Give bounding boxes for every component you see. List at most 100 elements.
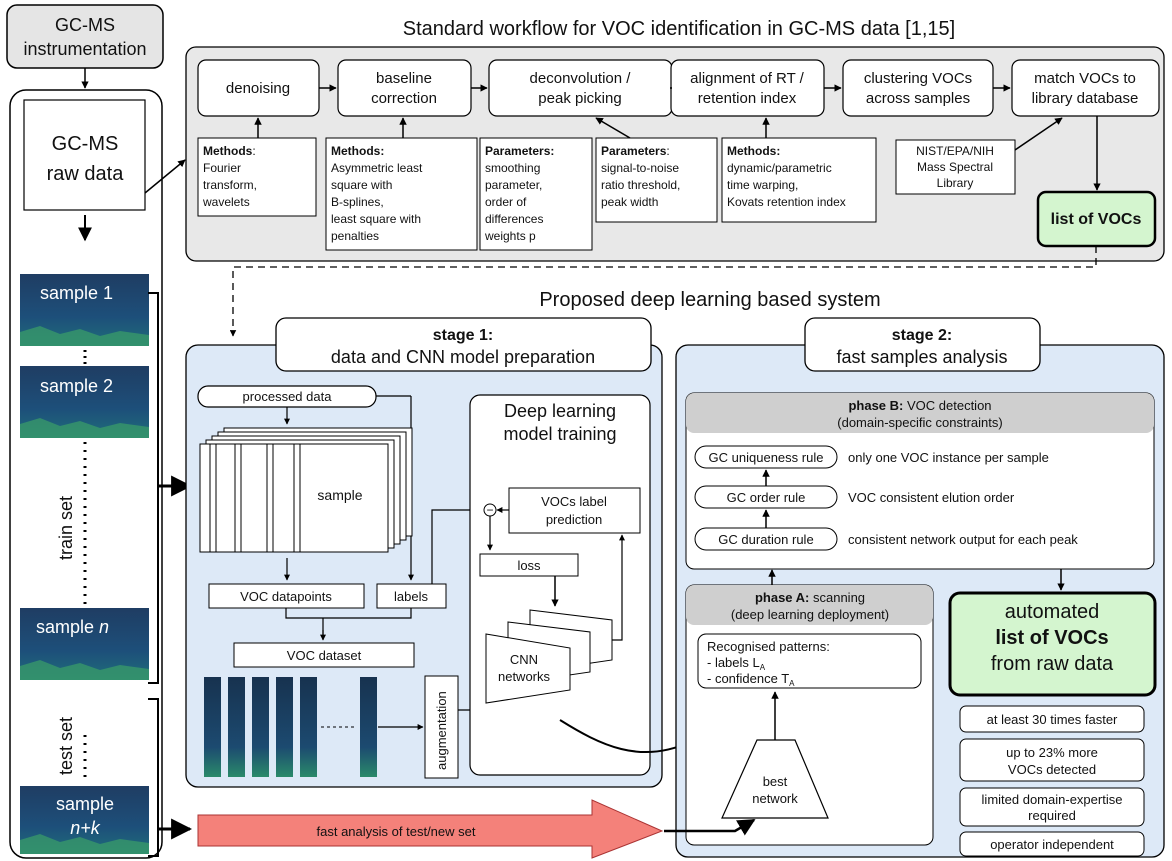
labels-box: labels [376, 583, 447, 609]
benefit-3-line1: limited domain-expertise [982, 792, 1123, 807]
note-denoising-l2: transform, [203, 178, 257, 192]
sample-nk-line1: sample [56, 794, 114, 814]
instrumentation-line1: GC-MS [55, 15, 115, 35]
note-smoothing-l5: weights p [484, 229, 536, 243]
fast-analysis-label: fast analysis of test/new set [317, 824, 476, 839]
note-denoising-colon: : [252, 144, 255, 158]
voc-dataset-label: VOC dataset [287, 648, 362, 663]
automated-line2: list of VOCs [995, 627, 1108, 649]
arrow-note-peak [595, 117, 631, 139]
phaseB-rest: VOC detection [903, 398, 991, 413]
step-match: match VOCs to library database [1011, 59, 1160, 117]
rule-duration-desc: consistent network output for each peak [848, 532, 1078, 547]
sample-label: sample [317, 487, 362, 503]
sample-stack: sample [199, 427, 413, 553]
note-peak-colon: : [666, 144, 669, 158]
sample-n-variable: n [99, 617, 109, 637]
sample-n-prefix: sample [36, 617, 99, 637]
voc-datapoints-box: VOC datapoints [208, 583, 365, 609]
note-baseline-head: Methods: [331, 144, 384, 158]
step-baseline: baseline correction [337, 59, 472, 117]
sample-1-thumbnail: sample 1 [20, 274, 149, 346]
stage1-header: stage 1: data and CNN model preparation [275, 317, 652, 372]
patterns-l2-sub: A [789, 679, 795, 688]
dashed-link [229, 246, 1097, 337]
rule-uniqueness-name: GC uniqueness rule [709, 450, 824, 465]
arrow-library-to-match [1014, 117, 1063, 151]
stage2-subtitle: fast samples analysis [836, 347, 1007, 367]
sample-n-label: sample n [36, 617, 109, 637]
library-box: NIST/EPA/NIH Mass Spectral Library [895, 139, 1016, 195]
stage1-title: stage 1: [433, 327, 493, 344]
patterns-title: Recognised patterns: [707, 639, 830, 654]
workflow-title: Standard workflow for VOC identification… [403, 18, 955, 40]
phaseA-sub: (deep learning deployment) [731, 607, 889, 622]
rule-order: GC order rule VOC consistent elution ord… [694, 485, 1015, 509]
voc-dataset-box: VOC dataset [233, 642, 415, 668]
patterns-l1: - labels LA [707, 655, 766, 672]
sample-nk-line2: n+k [70, 818, 101, 838]
patterns-box: Recognised patterns: - labels LA - confi… [697, 633, 922, 689]
instrumentation-line2: instrumentation [23, 39, 146, 59]
library-line3: Library [937, 176, 974, 190]
step-clustering-line1: clustering VOCs [864, 70, 972, 87]
note-alignment-l2: time warping, [727, 178, 798, 192]
phaseB-bold: phase B: [848, 398, 903, 413]
best-network-line1: best [763, 774, 788, 789]
minus-label: − [486, 503, 493, 517]
note-denoising-bold: Methods [203, 144, 253, 158]
label-prediction-box: VOCs label prediction [508, 487, 641, 534]
raw-data-line2: raw data [47, 163, 125, 185]
training-title-2: model training [503, 424, 616, 444]
benefit-2-line1: up to 23% more [1006, 745, 1098, 760]
raw-data-box: GC-MS raw data [23, 99, 146, 211]
fast-to-network [664, 818, 756, 836]
rule-duration: GC duration rule consistent network outp… [694, 527, 1078, 551]
step-alignment-line1: alignment of RT / [690, 70, 805, 87]
benefit-4: operator independent [959, 831, 1145, 857]
sample-nk-thumbnail: sample n+k [20, 786, 149, 854]
instrumentation-box: GC-MS instrumentation [6, 4, 164, 69]
processed-data-pill: processed data [197, 385, 377, 408]
cnn-line1: CNN [510, 652, 538, 667]
train-set-label: train set [56, 496, 76, 560]
train-set-bracket [148, 292, 159, 684]
test-set-label: test set [56, 717, 76, 775]
patterns-l2-text: - confidence T [707, 671, 789, 686]
phaseA-rest: scanning [809, 590, 865, 605]
fast-analysis-arrow: fast analysis of test/new set [197, 799, 664, 859]
step-baseline-line1: baseline [376, 70, 432, 87]
note-peak-l3: peak width [601, 195, 658, 209]
step-denoising: denoising [197, 59, 320, 117]
note-denoising-l3: wavelets [202, 195, 250, 209]
note-baseline-l1: Asymmetric least [331, 161, 423, 175]
labels-to-minus [431, 509, 488, 584]
library-line1: NIST/EPA/NIH [916, 144, 994, 158]
benefit-3-line2: required [1028, 808, 1076, 823]
note-alignment-l1: dynamic/parametric [727, 161, 832, 175]
label-prediction-line2: prediction [546, 512, 602, 527]
sample-2-label: sample 2 [40, 376, 113, 396]
cnn-to-prediction [612, 534, 625, 641]
loss-box: loss [479, 553, 579, 577]
note-denoising-head: Methods: [203, 144, 256, 158]
note-smoothing-l4: differences [485, 212, 543, 226]
training-title-1: Deep learning [504, 401, 616, 421]
patterns-l1-sub: A [760, 663, 766, 672]
patterns-l2: - confidence TA [707, 671, 795, 688]
note-peak: Parameters: signal-to-noise ratio thresh… [595, 137, 718, 223]
note-smoothing-l2: parameter, [485, 178, 542, 192]
voc-datapoints-label: VOC datapoints [240, 589, 332, 604]
note-baseline-l4: least square with [331, 212, 421, 226]
rule-order-desc: VOC consistent elution order [848, 490, 1015, 505]
rule-order-name: GC order rule [727, 490, 806, 505]
step-deconvolution-line1: deconvolution / [530, 70, 632, 87]
phaseB-sub: (domain-specific constraints) [837, 415, 1002, 430]
stage1-subtitle: data and CNN model preparation [331, 347, 595, 367]
note-alignment-l3: Kovats retention index [727, 195, 846, 209]
test-set-bracket [148, 698, 159, 857]
minus-node: − [483, 503, 497, 517]
augmentation-label: augmentation [434, 691, 449, 770]
rule-uniqueness-desc: only one VOC instance per sample [848, 450, 1049, 465]
